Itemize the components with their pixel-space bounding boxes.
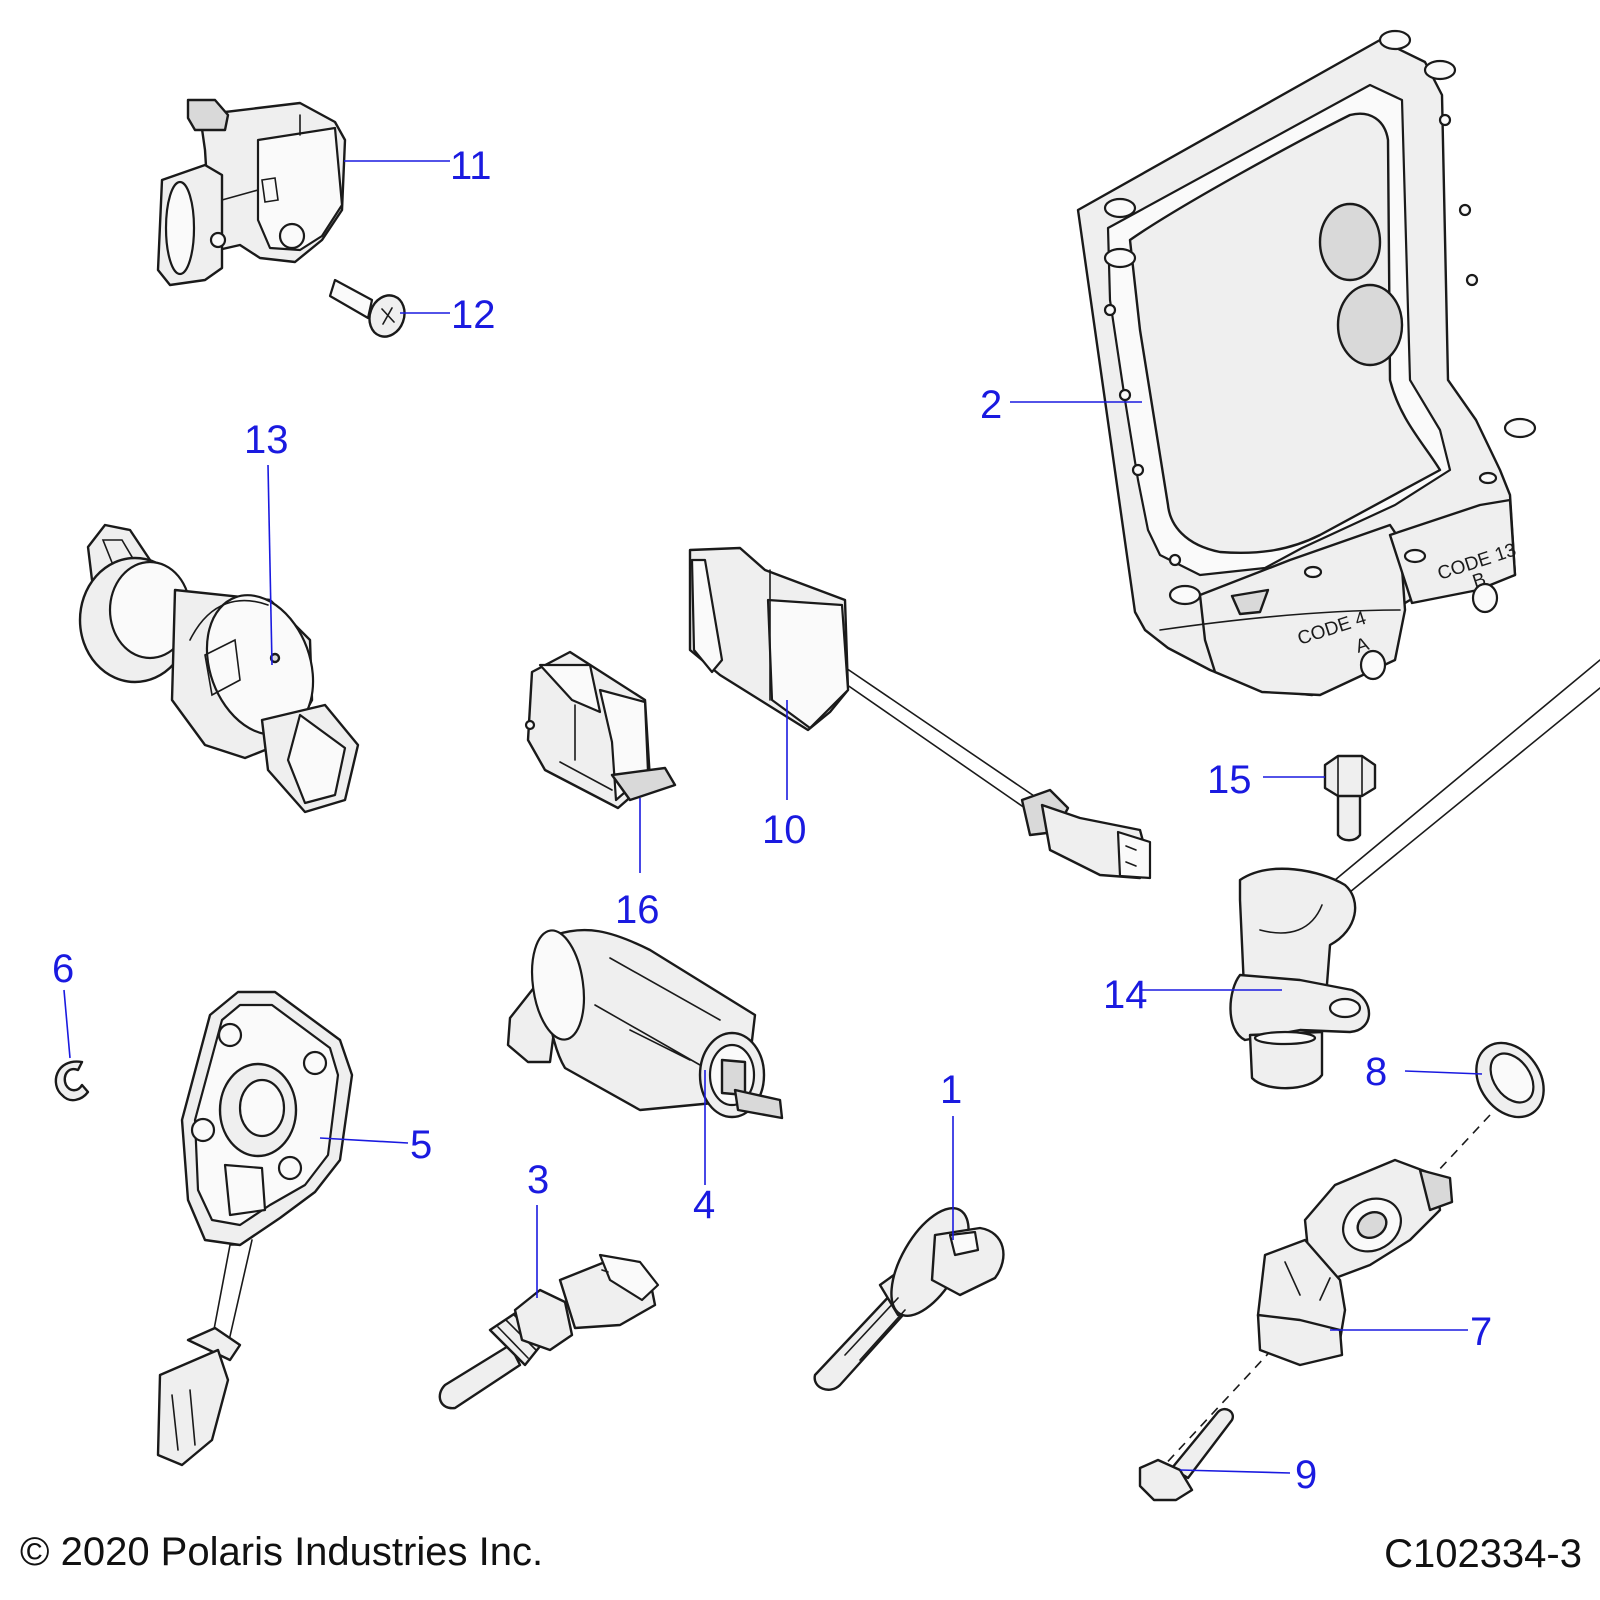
part-4-solenoid bbox=[506, 928, 784, 1120]
callout-8: 8 bbox=[1365, 1050, 1387, 1094]
callout-6: 6 bbox=[52, 947, 74, 991]
part-14-speed-sensor bbox=[1229, 659, 1600, 1090]
part-6-clip bbox=[54, 1060, 90, 1102]
callout-5: 5 bbox=[410, 1123, 432, 1167]
part-1-temp-sensor bbox=[813, 1206, 1005, 1391]
leader-lines bbox=[63, 160, 1483, 1474]
part-2-ecu: CODE 4 A CODE 13 B bbox=[1076, 29, 1537, 697]
callout-7: 7 bbox=[1470, 1310, 1492, 1354]
callout-12: 12 bbox=[451, 293, 496, 337]
part-5-tps bbox=[156, 990, 354, 1467]
part-9-bolt bbox=[1138, 1407, 1235, 1502]
figure-number: C102334-3 bbox=[1384, 1532, 1582, 1576]
callout-15: 15 bbox=[1207, 758, 1252, 802]
copyright-notice: © 2020 Polaris Industries Inc. bbox=[20, 1530, 544, 1574]
callout-13: 13 bbox=[244, 418, 289, 462]
callout-9: 9 bbox=[1295, 1453, 1317, 1497]
callout-labels: 11 12 13 2 10 16 15 14 8 7 9 1 4 3 5 6 bbox=[52, 144, 1492, 1497]
callout-2: 2 bbox=[980, 383, 1002, 427]
callout-1: 1 bbox=[940, 1068, 962, 1112]
part-15-bolt bbox=[1323, 754, 1377, 842]
part-7-angle-sensor bbox=[1159, 1114, 1491, 1471]
part-13-ignition-switch bbox=[78, 523, 360, 814]
callout-11: 11 bbox=[450, 144, 492, 188]
callout-14: 14 bbox=[1103, 973, 1148, 1017]
callout-16: 16 bbox=[615, 888, 660, 932]
part-12-screw bbox=[328, 278, 406, 338]
ecu-code-b-letter: B bbox=[1470, 569, 1489, 593]
part-10-relay-harness bbox=[688, 546, 1152, 880]
callout-3: 3 bbox=[527, 1158, 549, 1202]
part-11-map-sensor bbox=[156, 98, 347, 287]
callout-10: 10 bbox=[762, 808, 807, 852]
callout-4: 4 bbox=[693, 1183, 715, 1227]
part-16-switch bbox=[524, 650, 677, 810]
part-8-o-ring bbox=[1475, 1041, 1545, 1119]
part-3-coolant-sensor bbox=[438, 1253, 660, 1410]
